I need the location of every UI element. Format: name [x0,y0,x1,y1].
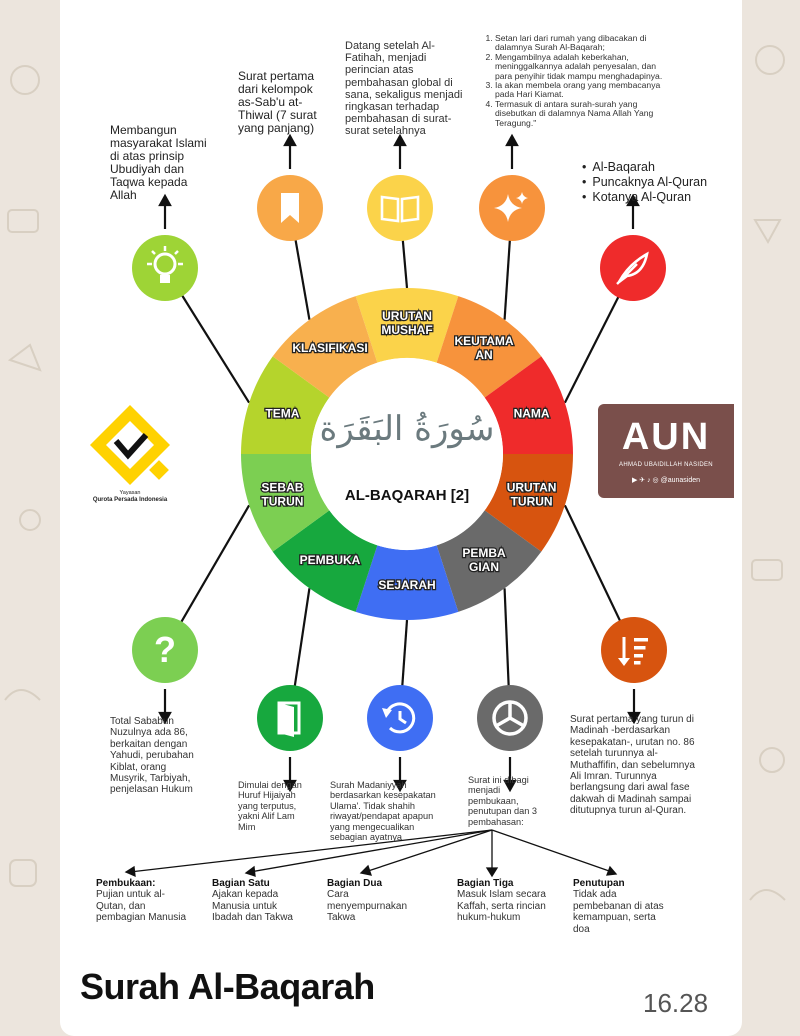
aun-badge: AUN AHMAD UBAIDILLAH NASIDEN ▶ ✈ ♪ ◎ @au… [598,404,734,498]
arrow-head [503,779,517,793]
svg-text:URUTAN: URUTAN [507,480,557,494]
arrow-head [283,779,297,793]
aun-name: AHMAD UBAIDILLAH NASIDEN [619,462,713,468]
segment-label: KLASIFIKASI [291,340,369,357]
svg-text:GIAN: GIAN [469,560,499,574]
yayasan-label: Yayasan [119,490,141,496]
message-time: 16.28 [643,988,709,1018]
image-caption: Surah Al-Baqarah [80,966,375,1007]
svg-text:PEMBA: PEMBA [462,546,506,560]
question-icon: ? [132,617,198,683]
aun-logo: AUN [621,416,711,458]
nama-text: Al-BaqarahPuncaknya Al-QuranKotanya Al-Q… [582,160,732,205]
segment-nama [484,356,573,454]
segment-label: SEJARAH [377,577,437,594]
segment-tema [241,356,330,454]
segment-label: TEMA [264,405,301,422]
center-circle [311,358,503,550]
svg-text:?: ? [154,629,176,670]
sparkle-icon [479,175,545,241]
infographic-image[interactable]: URUTANMUSHAFKEUTAMAANNAMAURUTANTURUNPEMB… [0,0,800,960]
arrow-head [393,133,407,147]
svg-text:AN: AN [475,348,492,362]
svg-text:KLASIFIKASI: KLASIFIKASI [292,341,367,355]
social-icons: ▶ ✈ ♪ ◎ [631,477,661,484]
open-book-icon [367,175,433,241]
segment-klasifikasi [272,296,378,398]
svg-text:NAMA: NAMA [514,407,550,421]
yayasan-name: Qurota Persada Indonesia [92,497,168,503]
segment-keutamaan [436,296,542,398]
door-icon [257,685,323,751]
svg-text:TEMA: TEMA [265,407,299,421]
yayasan-logo [90,405,170,485]
feather-icon [600,235,666,301]
arrow-head [627,711,641,725]
arrow-head [283,133,297,147]
aun-handle: @aunasiden [660,477,701,484]
arrow-head [158,193,172,207]
svg-text:PEMBUKA: PEMBUKA [300,553,361,567]
lightbulb-icon [132,235,198,301]
pie-icon [477,685,543,751]
segment-urutan-turun [484,454,573,552]
yayasan-caption: Yayasan Qurota Persada Indonesia [80,490,180,504]
svg-text:URUTAN: URUTAN [382,309,432,323]
keutamaan-text: Setan lari dari rumah yang dibacakan di … [483,33,673,128]
segment-sebab-turun [241,454,330,552]
arabic-title: سُورَةُ البَقَرَة [320,409,495,449]
svg-text:TURUN: TURUN [261,494,303,508]
sort-icon [601,617,667,683]
bookmark-icon [257,175,323,241]
segment-pembagian [436,510,542,612]
segment-label: NAMA [512,405,551,422]
arrow-head [505,133,519,147]
svg-text:MUSHAF: MUSHAF [381,323,432,337]
segment-urutan-mushaf [355,287,459,363]
svg-text:SEBAB: SEBAB [261,480,303,494]
arrow-head [393,779,407,793]
svg-text:KEUTAMA: KEUTAMA [454,334,513,348]
svg-text:SEJARAH: SEJARAH [378,578,435,592]
segment-label: PEMBUKA [298,552,362,569]
svg-text:TURUN: TURUN [511,494,553,508]
division-arrows [124,829,618,878]
segment-sejarah [355,545,459,620]
history-icon [367,685,433,751]
segment-pembuka [272,510,378,612]
center-title: AL-BAQARAH [2] [345,487,469,504]
segment-ring [241,287,573,620]
arrow-head [158,711,172,725]
